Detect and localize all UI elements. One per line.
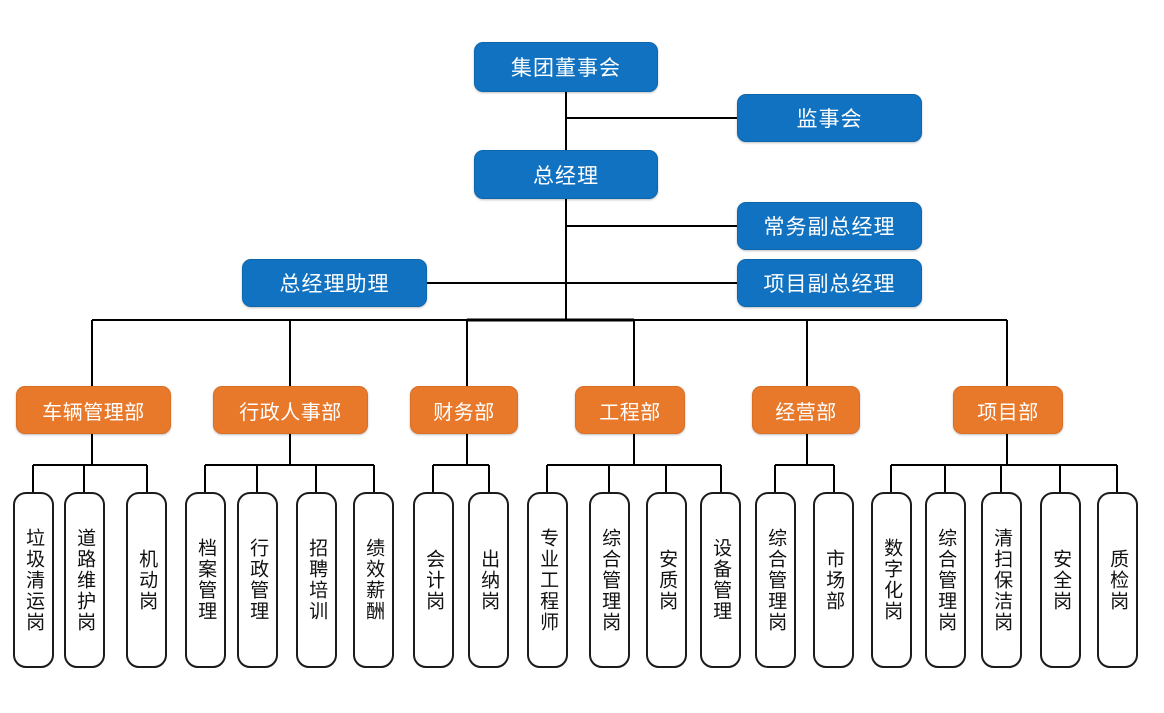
node-post-administration[interactable]: 行政管理 — [237, 492, 278, 668]
node-dept-project[interactable]: 项目部 — [953, 386, 1063, 434]
node-dept-operations[interactable]: 经营部 — [752, 386, 860, 434]
node-dept-engineering[interactable]: 工程部 — [575, 386, 685, 434]
node-board[interactable]: 集团董事会 — [474, 42, 658, 92]
node-post-safety-quality[interactable]: 安质岗 — [646, 492, 687, 668]
node-post-quality-inspection[interactable]: 质检岗 — [1097, 492, 1138, 668]
node-post-cleaning-sanitation[interactable]: 清扫保洁岗 — [981, 492, 1022, 668]
node-post-marketing[interactable]: 市场部 — [813, 492, 854, 668]
node-post-waste-transport[interactable]: 垃圾清运岗 — [13, 492, 54, 668]
node-gm-assistant[interactable]: 总经理助理 — [242, 259, 427, 307]
node-post-professional-engineer[interactable]: 专业工程师 — [527, 492, 568, 668]
node-post-safety[interactable]: 安全岗 — [1040, 492, 1081, 668]
node-post-cashier[interactable]: 出纳岗 — [468, 492, 509, 668]
node-post-equipment-management[interactable]: 设备管理 — [700, 492, 741, 668]
node-supervisory-board[interactable]: 监事会 — [737, 94, 922, 142]
node-post-mobile-duty[interactable]: 机动岗 — [126, 492, 167, 668]
node-post-digitalization[interactable]: 数字化岗 — [871, 492, 912, 668]
node-executive-deputy-gm[interactable]: 常务副总经理 — [737, 202, 922, 250]
node-post-general-management-engineering[interactable]: 综合管理岗 — [589, 492, 630, 668]
node-dept-admin-hr[interactable]: 行政人事部 — [213, 386, 368, 434]
node-post-general-management-operations[interactable]: 综合管理岗 — [755, 492, 796, 668]
node-post-recruitment-training[interactable]: 招聘培训 — [296, 492, 337, 668]
node-dept-vehicle-management[interactable]: 车辆管理部 — [16, 386, 171, 434]
node-post-accounting[interactable]: 会计岗 — [413, 492, 454, 668]
node-post-road-maintenance[interactable]: 道路维护岗 — [64, 492, 105, 668]
node-post-general-management-project[interactable]: 综合管理岗 — [925, 492, 966, 668]
node-general-manager[interactable]: 总经理 — [474, 150, 658, 199]
node-dept-finance[interactable]: 财务部 — [410, 386, 518, 434]
node-project-deputy-gm[interactable]: 项目副总经理 — [737, 259, 922, 307]
node-post-performance-compensation[interactable]: 绩效薪酬 — [353, 492, 394, 668]
node-post-records-management[interactable]: 档案管理 — [185, 492, 226, 668]
